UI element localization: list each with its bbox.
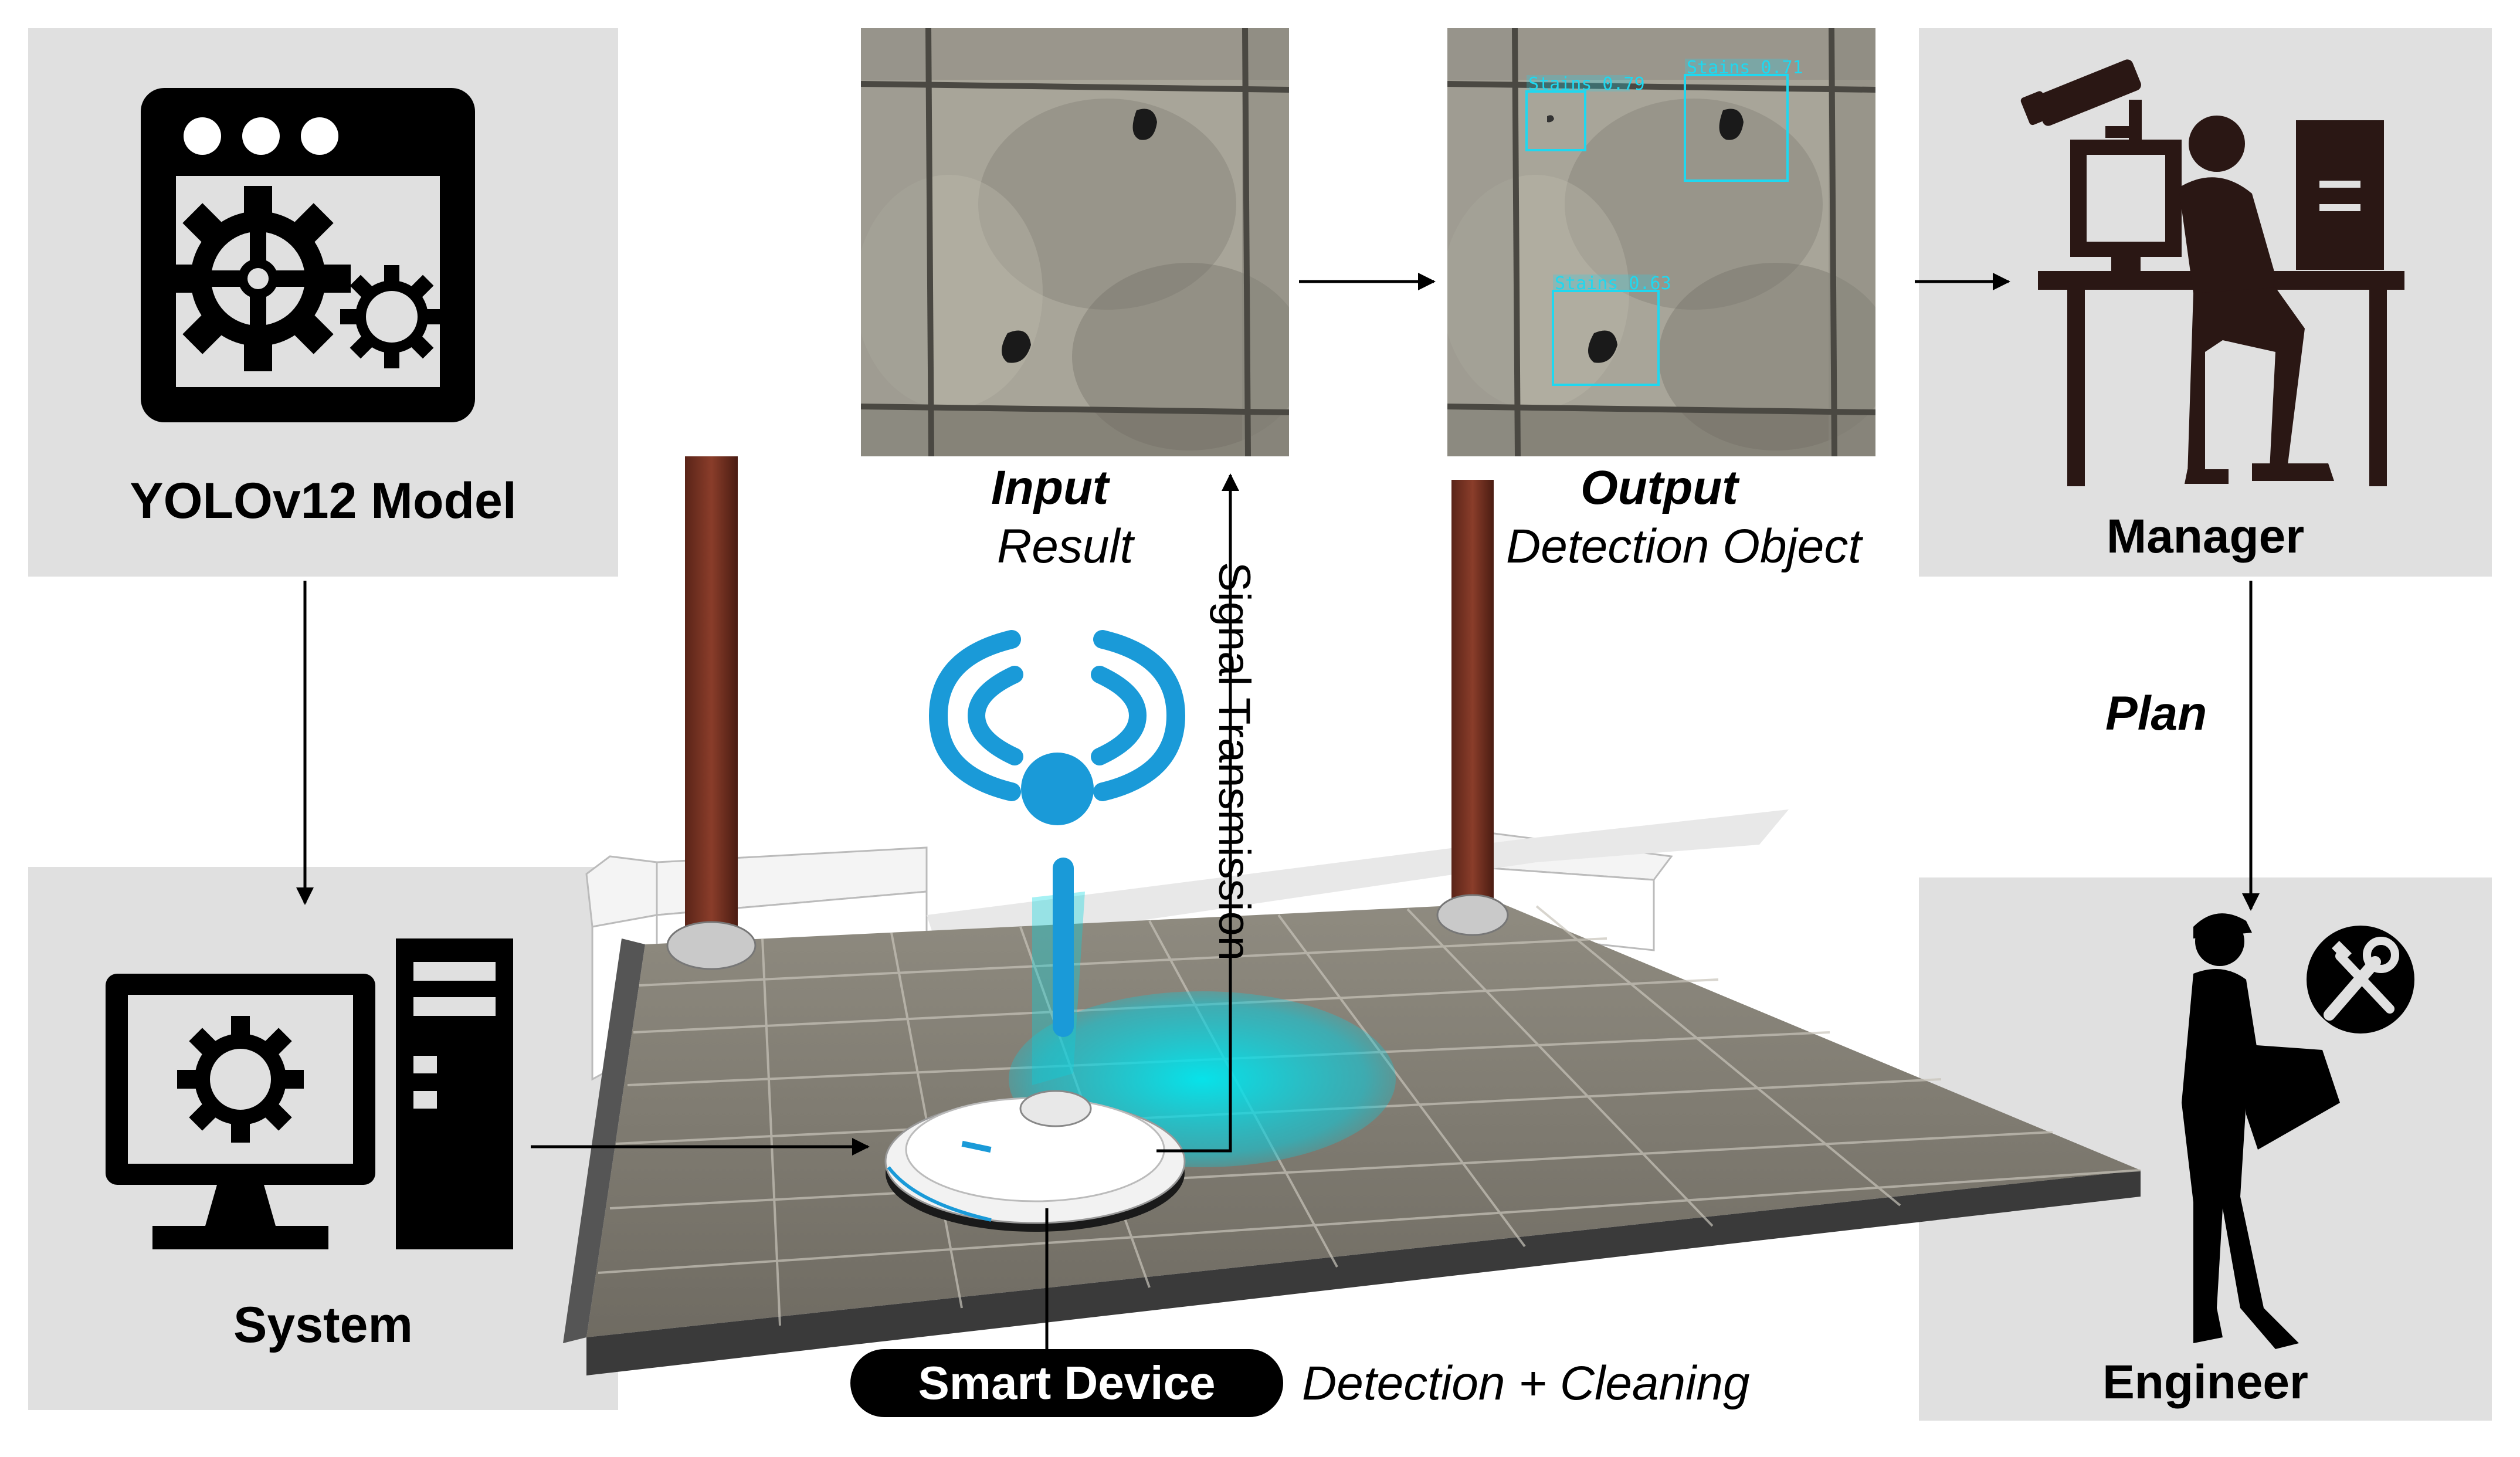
input-subtitle: Result [997,520,1134,573]
robot-vacuum-icon [884,1090,1186,1232]
pillar-right [1436,480,1509,936]
floor-scene [563,456,2141,1375]
output-photo: Stains 0.79 Stains 0.71 Stains 0.63 [1447,28,1875,456]
antenna-icon [928,630,1186,1037]
input-photo-image [861,28,1289,456]
engineer-icon [2182,913,2414,1349]
small-gear-icon [340,265,443,368]
arrow-device-to-input [1156,473,1239,1153]
system-label: System [233,1297,413,1353]
floor-tile-grid [598,905,2141,1326]
detection-box-1 [1525,90,1586,151]
pillar-left [666,456,757,970]
arrows [296,273,2260,1349]
monitor-gear-icon [177,1016,304,1143]
input-title: Input [991,461,1109,514]
output-subtitle: Detection Object [1506,520,1862,573]
camera-icon [2020,59,2142,141]
output-title: Output [1580,461,1738,514]
device-action: Detection + Cleaning [1302,1357,1750,1410]
input-photo [861,28,1289,456]
output-photo-image [1447,28,1875,456]
model-label: YOLOv12 Model [130,473,517,529]
tower-icon [396,938,513,1249]
detection-label-3: Stains 0.63 [1555,273,1671,294]
person-icon [2179,116,2334,484]
detection-box-2 [1684,74,1789,182]
engineer-label: Engineer [2102,1356,2308,1409]
manager-label: Manager [2106,510,2305,563]
system-icon [106,938,513,1249]
detection-label-2: Stains 0.71 [1687,57,1803,78]
tools-badge-icon [2307,926,2414,1034]
signal-label: Signal Transmission [1209,562,1259,961]
detection-box-3 [1552,290,1660,386]
manager-icon [2020,59,2404,486]
detection-label-1: Stains 0.79 [1528,74,1645,94]
large-gear-icon [165,186,351,371]
device-badge: Smart Device [850,1349,1283,1417]
model-icon [141,88,475,422]
plan-label: Plan [2105,687,2207,740]
